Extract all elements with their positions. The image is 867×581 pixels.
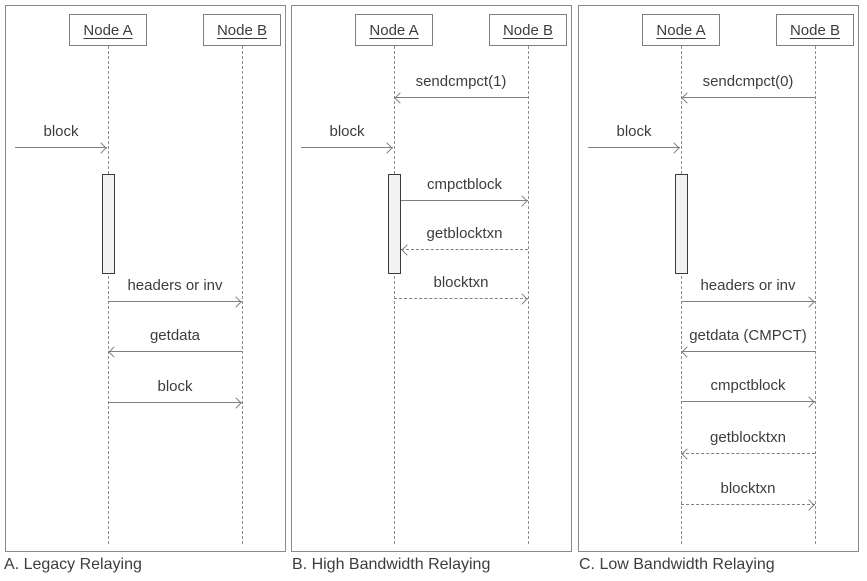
- lifeline-node-a: [394, 46, 395, 544]
- message-line: [108, 351, 242, 352]
- message-label: block: [157, 378, 193, 395]
- messages-layer: sendcmpct(0) block headers or inv getdata (…: [579, 6, 858, 551]
- message-label: block: [43, 123, 79, 140]
- message-line: [681, 301, 815, 302]
- activation-bar: [388, 174, 401, 274]
- panel-legacy-relaying: Node A Node B block headers or inv getdata…: [5, 5, 286, 552]
- message-blocktxn: blocktxn: [292, 6, 571, 551]
- arrowhead-right-icon: [668, 141, 680, 154]
- message-label: headers or inv: [700, 277, 796, 294]
- node-b-box: Node B: [203, 14, 281, 46]
- message-line: [401, 200, 528, 201]
- arrowhead-right-icon: [516, 194, 528, 207]
- message-label: block: [329, 123, 365, 140]
- message-line: [681, 401, 815, 402]
- arrowhead-left-icon: [681, 345, 693, 358]
- node-a-label: Node A: [83, 21, 133, 39]
- message-line: [681, 97, 815, 98]
- caption-legacy-relaying: A. Legacy Relaying: [4, 556, 142, 573]
- message-label: getblocktxn: [426, 225, 503, 242]
- panel-high-bandwidth-relaying: Node A Node B sendcmpct(1) block cmpctbloc…: [291, 5, 572, 552]
- lifeline-node-b: [242, 46, 243, 544]
- messages-layer: sendcmpct(1) block cmpctblock getblocktxn bl…: [292, 6, 571, 551]
- message-cmpctblock: cmpctblock: [292, 6, 571, 551]
- message-block: block: [292, 6, 571, 551]
- message-block: block: [6, 6, 285, 551]
- message-label: blocktxn: [720, 480, 776, 497]
- message-label: getblocktxn: [710, 429, 786, 446]
- message-line: [394, 298, 528, 299]
- lifeline-node-a: [108, 46, 109, 544]
- message-label: block: [616, 123, 652, 140]
- message-line: [401, 249, 528, 250]
- node-b-label: Node B: [216, 21, 268, 39]
- message-line: [108, 402, 242, 403]
- node-b-box: Node B: [776, 14, 854, 46]
- lifeline-node-b: [815, 46, 816, 544]
- arrowhead-right-icon: [381, 141, 393, 154]
- node-a-label: Node A: [369, 21, 419, 39]
- message-line: [108, 301, 242, 302]
- arrowhead-right-icon: [230, 396, 242, 409]
- lifeline-node-b: [528, 46, 529, 544]
- arrowhead-right-icon: [803, 295, 815, 308]
- activation-bar: [102, 174, 115, 274]
- message-label: sendcmpct(1): [415, 73, 507, 90]
- arrowhead-right-icon: [95, 141, 107, 154]
- message-block: block: [579, 6, 858, 551]
- arrowhead-right-icon: [803, 498, 815, 511]
- message-label: getdata (CMPCT): [689, 327, 807, 344]
- message-getdata-cmpct-: getdata (CMPCT): [579, 6, 858, 551]
- arrowhead-right-icon: [803, 395, 815, 408]
- message-line: [681, 351, 815, 352]
- arrowhead-left-icon: [108, 345, 120, 358]
- arrowhead-right-icon: [230, 295, 242, 308]
- arrowhead-right-icon: [516, 292, 528, 305]
- node-b-box: Node B: [489, 14, 567, 46]
- caption-high-bandwidth-relaying: B. High Bandwidth Relaying: [292, 556, 491, 573]
- arrowhead-left-icon: [681, 447, 693, 460]
- lifeline-node-a: [681, 46, 682, 544]
- caption-low-bandwidth-relaying: C. Low Bandwidth Relaying: [579, 556, 775, 573]
- message-label: cmpctblock: [426, 176, 503, 193]
- node-a-box: Node A: [69, 14, 147, 46]
- message-label: blocktxn: [433, 274, 489, 291]
- node-a-box: Node A: [355, 14, 433, 46]
- message-line: [394, 97, 528, 98]
- message-headers-or-inv: headers or inv: [579, 6, 858, 551]
- message-cmpctblock: cmpctblock: [579, 6, 858, 551]
- message-label: cmpctblock: [710, 377, 786, 394]
- node-a-label: Node A: [656, 21, 706, 39]
- message-label: sendcmpct(0): [702, 73, 794, 90]
- message-line: [301, 147, 393, 148]
- message-block: block: [6, 6, 285, 551]
- node-b-label: Node B: [502, 21, 554, 39]
- message-label: getdata: [149, 327, 201, 344]
- panel-low-bandwidth-relaying: Node A Node B sendcmpct(0) block headers o…: [578, 5, 859, 552]
- node-b-label: Node B: [789, 21, 841, 39]
- message-sendcmpct-1-: sendcmpct(1): [292, 6, 571, 551]
- activation-bar: [675, 174, 688, 274]
- message-line: [15, 147, 107, 148]
- message-blocktxn: blocktxn: [579, 6, 858, 551]
- arrowhead-left-icon: [681, 91, 693, 104]
- arrowhead-left-icon: [394, 91, 406, 104]
- arrowhead-left-icon: [401, 243, 413, 256]
- messages-layer: block headers or inv getdata block: [6, 6, 285, 551]
- message-line: [681, 453, 815, 454]
- message-line: [681, 504, 815, 505]
- message-sendcmpct-0-: sendcmpct(0): [579, 6, 858, 551]
- message-label: headers or inv: [127, 277, 223, 294]
- message-getdata: getdata: [6, 6, 285, 551]
- message-headers-or-inv: headers or inv: [6, 6, 285, 551]
- message-line: [588, 147, 680, 148]
- message-getblocktxn: getblocktxn: [579, 6, 858, 551]
- node-a-box: Node A: [642, 14, 720, 46]
- message-getblocktxn: getblocktxn: [292, 6, 571, 551]
